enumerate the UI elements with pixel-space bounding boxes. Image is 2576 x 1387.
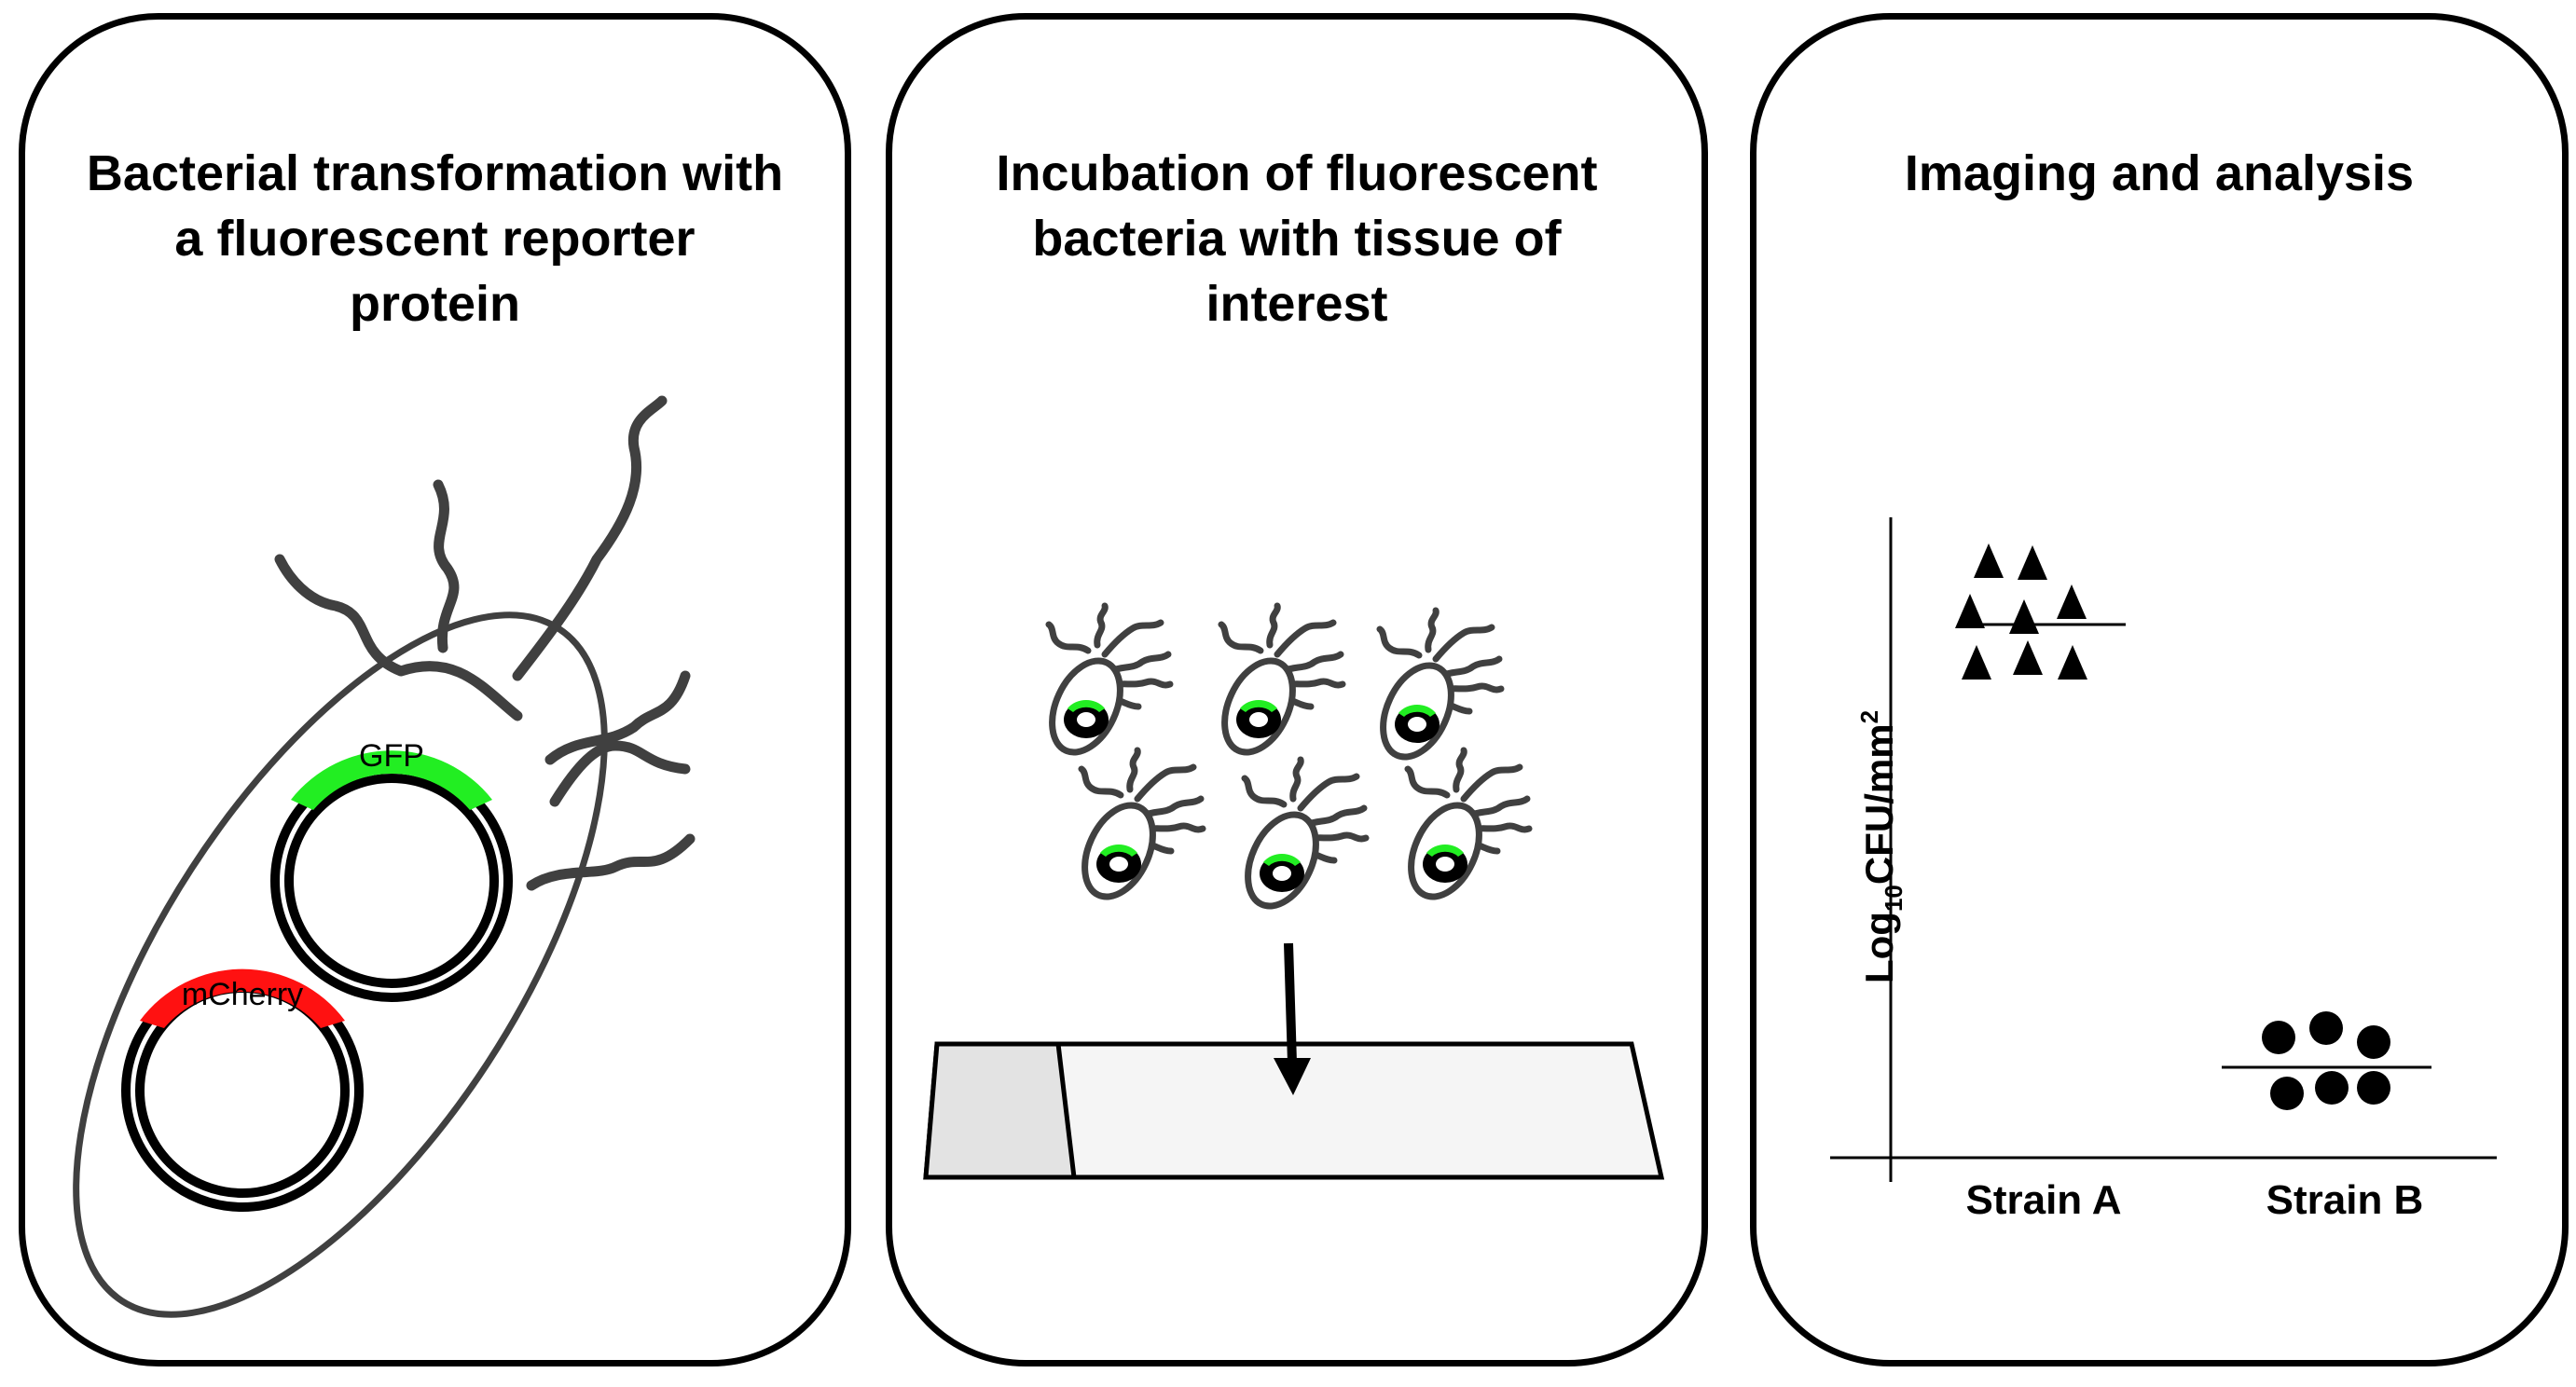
panel-title-transformation: Bacterial transformation with a fluoresc…: [86, 145, 784, 332]
mcherry-plasmid: mCherry: [121, 968, 364, 1212]
y-axis-label: Log10CFU/mm2: [1855, 710, 1908, 983]
bacterium-illustration: GFP mCherry: [73, 395, 696, 1318]
fluorescent-bacterium: [1370, 611, 1501, 768]
x-tick-label-strain-a: Strain A: [1965, 1177, 2121, 1223]
gfp-label: GFP: [359, 738, 424, 774]
flagellum: [544, 670, 691, 765]
arrow-down: [1274, 942, 1311, 1095]
flagellum: [549, 740, 691, 807]
strain-b-point: [2270, 1077, 2304, 1110]
strain-a-point: [1974, 543, 2004, 578]
scatter-chart: Strain A Strain B Log10CFU/mm2: [1830, 517, 2497, 1223]
strain-a-point: [2013, 640, 2043, 675]
x-tick-label-strain-b: Strain B: [2266, 1177, 2424, 1223]
strain-a-point: [1955, 594, 1985, 628]
strain-b-point: [2309, 1011, 2343, 1045]
strain-b-point: [2357, 1071, 2390, 1105]
fluorescent-bacterium: [1039, 606, 1170, 763]
strain-b-point: [2357, 1025, 2390, 1059]
mcherry-label: mCherry: [182, 977, 303, 1012]
fluorescent-bacterium: [1234, 760, 1366, 917]
gfp-insert: [291, 750, 492, 810]
strain-a-point: [2058, 645, 2087, 680]
strain-b-point: [2315, 1071, 2349, 1105]
gfp-plasmid: GFP: [270, 738, 513, 1002]
fluorescent-bacterium: [1071, 750, 1203, 908]
strain-a-point: [2057, 584, 2087, 619]
fluorescent-bacterium: [1398, 750, 1529, 908]
flagellum: [512, 395, 668, 681]
flagellum: [526, 833, 696, 891]
strain-a-point: [2018, 545, 2047, 580]
fluorescent-bacterium: [1211, 606, 1343, 763]
panel-analysis: Imaging and analysis: [1750, 13, 2569, 1366]
mcherry-insert: [140, 968, 345, 1028]
bacterium-cell: [73, 611, 608, 1318]
strain-b-point: [2262, 1021, 2295, 1054]
flagellum: [433, 479, 460, 653]
strain-a-point: [1962, 645, 1991, 680]
fluorescent-bacteria-group: [1039, 606, 1529, 917]
strain-a-point: [2009, 599, 2039, 634]
panel-title-analysis: Imaging and analysis: [1904, 145, 2415, 201]
flagellum: [274, 554, 523, 721]
panel-title-incubation: Incubation of fluorescent bacteria with …: [996, 145, 1598, 332]
tissue-slide: [923, 1041, 1665, 1180]
